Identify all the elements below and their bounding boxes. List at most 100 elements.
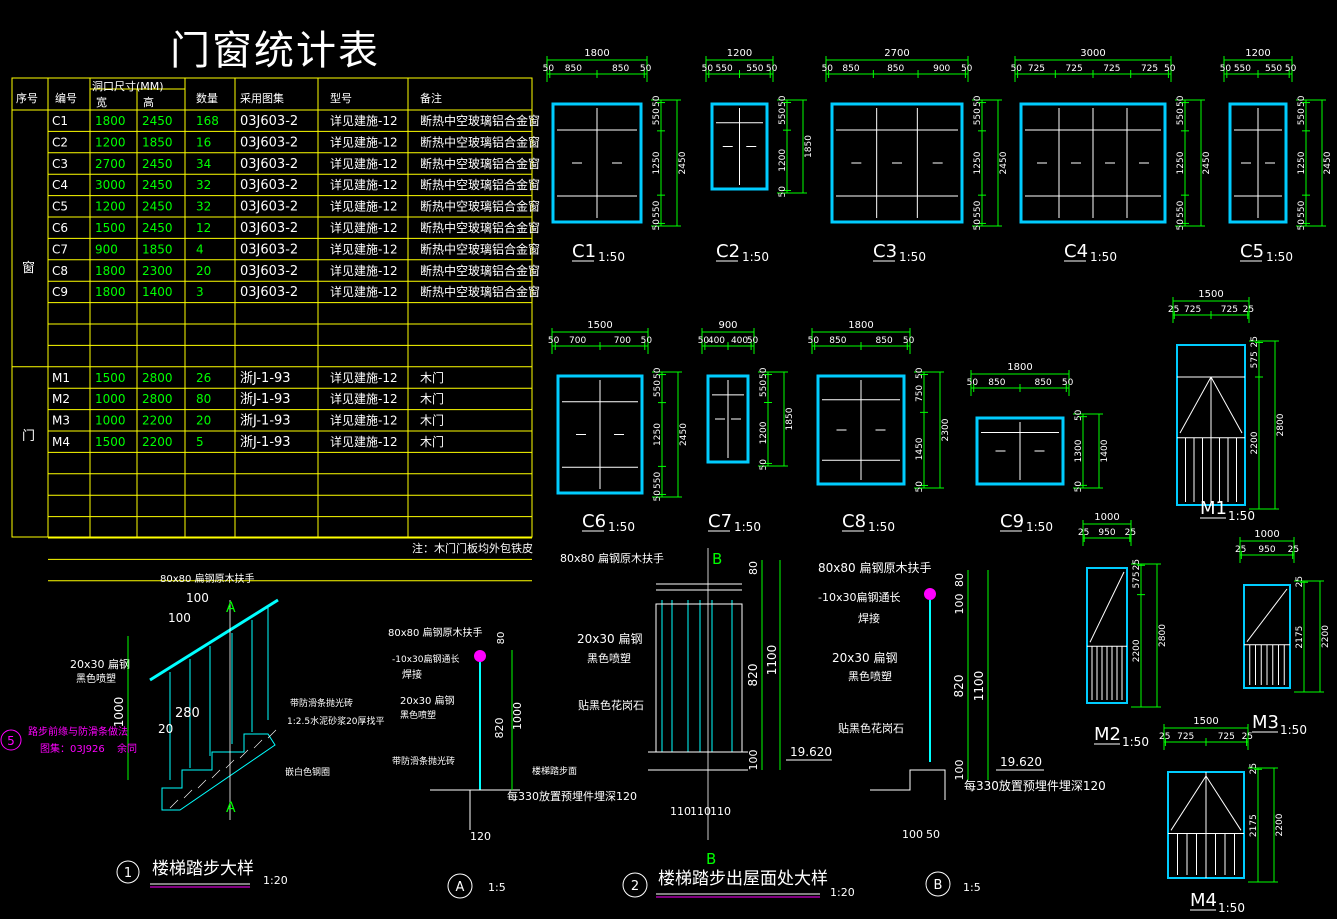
table-cell: 168: [196, 114, 219, 128]
table-cell: 03J603-2: [240, 178, 298, 193]
dim-total: 2450: [1202, 151, 1212, 174]
table-cell: 断热中空玻璃铝合金窗: [420, 263, 540, 278]
dim-part: 400: [708, 336, 725, 346]
dim-part: 25: [1078, 528, 1089, 538]
d2-dim: 820: [746, 664, 760, 687]
dim-part: 950: [1258, 545, 1275, 555]
dim-part: 25: [1235, 545, 1246, 555]
table-cell: 32: [196, 200, 211, 214]
elev-scale: 1:50: [1090, 250, 1117, 264]
dim-part: 25: [1295, 576, 1305, 587]
dim-part: 575: [1132, 571, 1142, 588]
table-cell: C8: [52, 264, 68, 278]
table-cell: M1: [52, 371, 70, 385]
dim-part: 725: [1184, 305, 1201, 315]
table-cell: 详见建施-12: [330, 391, 398, 406]
db-label: -10x30扁钢通长: [818, 591, 900, 604]
hatch: [169, 799, 179, 809]
dim-part: 1300: [1074, 439, 1084, 462]
window-frame-C9: [975, 416, 1065, 486]
table-cell: M3: [52, 414, 70, 428]
db-label: 贴黑色花岗石: [838, 721, 904, 735]
hatch: [267, 729, 277, 739]
table-cell: 03J603-2: [240, 221, 298, 236]
elev-label-C8: C8: [842, 511, 866, 532]
door-swing: [1179, 376, 1243, 434]
dim-part: 25: [1288, 545, 1299, 555]
table-cell: 1850: [142, 242, 173, 256]
table-cell: 20: [196, 264, 211, 278]
dim-part: 1200: [759, 421, 769, 444]
table-cell: 16: [196, 135, 211, 149]
dim-part: 1250: [1297, 151, 1307, 174]
dim-part: 550: [653, 380, 663, 397]
elev-scale: 1:50: [734, 520, 761, 534]
table-cell: 详见建施-12: [330, 413, 398, 428]
table-cell: C3: [52, 157, 68, 171]
d1-ref-number: 5: [7, 734, 15, 748]
d2-dim: 110: [690, 805, 711, 818]
dim-part: 850: [887, 64, 904, 74]
table-cell: C9: [52, 285, 68, 299]
elev-scale: 1:50: [1280, 723, 1307, 737]
dim-part: 850: [876, 336, 893, 346]
dim-total: 2200: [1321, 625, 1331, 648]
table-cell: 20: [196, 414, 211, 428]
dim-part: 900: [933, 64, 950, 74]
d2-dim: 80: [747, 561, 760, 575]
table-cell: 详见建施-12: [330, 220, 398, 235]
elev-label-C7: C7: [708, 511, 732, 532]
dim-part: 50: [778, 186, 788, 198]
table-cell: 2800: [142, 392, 173, 406]
db-dim: 80: [953, 573, 966, 587]
dim-part: 50: [543, 64, 555, 74]
table-cell: 12: [196, 221, 211, 235]
dim-total: 1500: [587, 320, 612, 331]
elev-label-C9: C9: [1000, 511, 1024, 532]
table-group-door: 门: [22, 429, 35, 444]
table-cell: 木门: [420, 413, 444, 428]
table-cell: 1800: [95, 285, 126, 299]
elev-label-C5: C5: [1240, 241, 1264, 262]
d1-ref-circle: [0, 729, 22, 751]
dim-part: 50: [778, 95, 788, 107]
dim-part: 700: [569, 336, 586, 346]
window-frame-C1: [551, 102, 643, 224]
elev-scale: 1:50: [742, 250, 769, 264]
elev-scale: 1:50: [899, 250, 926, 264]
table-cell: 详见建施-12: [330, 199, 398, 214]
dim-part: 850: [988, 378, 1005, 388]
d2-dim: 100: [747, 750, 760, 771]
dim-part: 725: [1221, 305, 1238, 315]
dim-part: 725: [1141, 64, 1158, 74]
da-label: 每330放置预埋件埋深120: [507, 789, 637, 803]
db-label: 20x30 扁钢: [832, 651, 897, 665]
dim-part: 50: [822, 64, 834, 74]
db-dim: 100: [902, 828, 923, 841]
table-cell: C7: [52, 242, 68, 256]
door-frame-M3: [1243, 584, 1291, 689]
schedule-table-frame: [11, 77, 533, 538]
window-frame-C6: [556, 374, 644, 495]
elev-label-M3: M3: [1252, 712, 1279, 733]
table-cell: 木门: [420, 370, 444, 385]
door-swing: [1089, 571, 1125, 643]
table-cell: 32: [196, 178, 211, 192]
table-cell: 1200: [95, 135, 126, 149]
table-cell: 34: [196, 157, 211, 171]
dim-part: 50: [759, 367, 769, 379]
dim-part: 50: [1176, 219, 1186, 231]
table-header: 型号: [330, 91, 352, 105]
elev-label-C6: C6: [582, 511, 606, 532]
elev-label-C2: C2: [716, 241, 740, 262]
table-header: 备注: [420, 91, 442, 105]
dim-total: 1200: [727, 48, 752, 59]
table-cell: 详见建施-12: [330, 156, 398, 171]
dim-part: 1250: [653, 423, 663, 446]
table-cell: 详见建施-12: [330, 134, 398, 149]
dim-part: 1200: [778, 149, 788, 172]
door-swing: [1246, 588, 1288, 642]
table-cell: 3000: [95, 178, 126, 192]
elev-scale: 1:50: [1218, 901, 1245, 915]
dim-total: 2200: [1275, 813, 1285, 836]
